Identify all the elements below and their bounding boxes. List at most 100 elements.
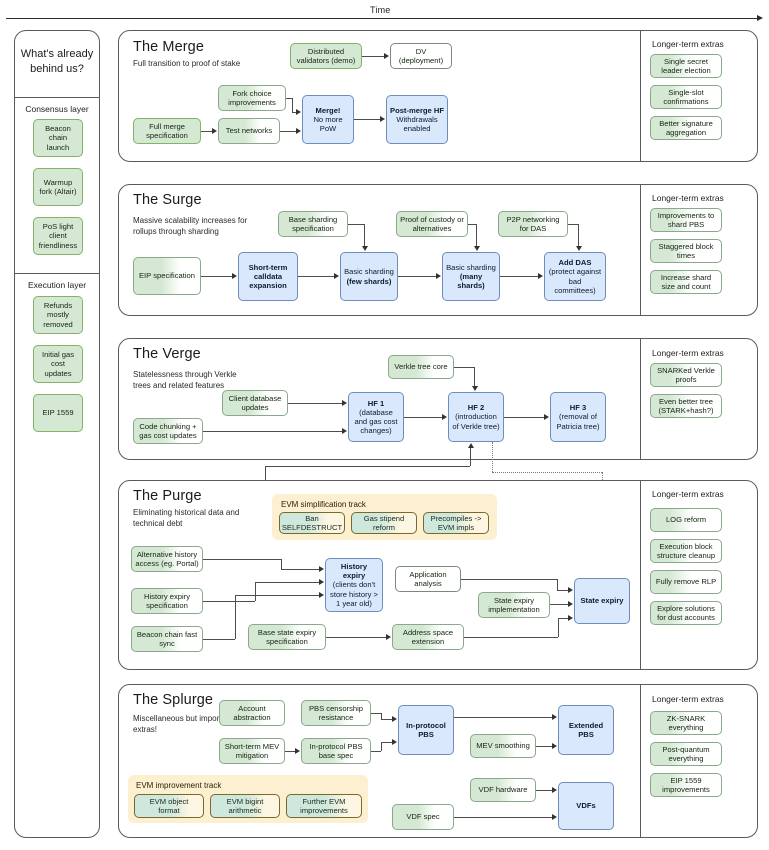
extra-fully-remove-rlp[interactable]: Fully remove RLP (650, 570, 722, 594)
node-state-expiry-implementation[interactable]: State expiry implementation (478, 592, 550, 618)
edge-histspec-v (255, 582, 256, 601)
node-hf-2[interactable]: HF 2 (introduction of Verkle tree) (448, 392, 504, 442)
edge-testnet-to-merge (280, 131, 296, 132)
node-basic-sharding-few-shards[interactable]: Basic sharding (few shards) (340, 252, 398, 301)
section-divider-verge (640, 338, 641, 460)
arrowhead-pbscensor-to-inprotocolpbs (392, 716, 397, 722)
node-evm-object-format[interactable]: EVM object format (134, 794, 204, 818)
node-distributed-validators-demo[interactable]: Distributed validators (demo) (290, 43, 362, 69)
extra-execution-block-structure-cleanup[interactable]: Execution block structure cleanup (650, 539, 722, 563)
node-precompiles-evm-impls[interactable]: Precompiles -> EVM impls (423, 512, 489, 534)
node-mev-smoothing[interactable]: MEV smoothing (470, 734, 536, 758)
arrowhead-hf1-to-hf2 (442, 414, 447, 420)
extra-increase-shard-size-and-count[interactable]: Increase shard size and count (650, 270, 722, 294)
node-account-abstraction[interactable]: Account abstraction (219, 700, 285, 726)
node-add-das[interactable]: Add DAS (protect against bad committees) (544, 252, 606, 301)
extra-zk-snark-everything[interactable]: ZK-SNARK everything (650, 711, 722, 735)
edge-addrspace-v (558, 618, 559, 637)
edge-basespec-h (371, 751, 381, 752)
sidebar-item-beacon-chain-launch[interactable]: Beacon chain launch (33, 119, 83, 157)
extra-better-signature-aggregation[interactable]: Better signature aggregation (650, 116, 722, 140)
section-divider-purge (640, 480, 641, 670)
node-extended-pbs[interactable]: Extended PBS (558, 705, 614, 755)
node-gas-stipend-reform[interactable]: Gas stipend reform (351, 512, 417, 534)
node-in-protocol-pbs[interactable]: In-protocol PBS (398, 705, 454, 755)
node-vdfs[interactable]: VDFs (558, 782, 614, 830)
sidebar-item-initial-gas-cost[interactable]: Initial gas cost updates (33, 345, 83, 383)
node-pbs-censorship-resistance[interactable]: PBS censorship resistance (301, 700, 371, 726)
extra-snarked-verkle-proofs[interactable]: SNARKed Verkle proofs (650, 363, 722, 387)
sidebar-item-refunds-removed[interactable]: Refunds mostly removed (33, 296, 83, 334)
node-base-state-expiry-specification[interactable]: Base state expiry specification (248, 624, 326, 650)
node-short-term-calldata-expansion[interactable]: Short-term calldata expansion (238, 252, 298, 301)
edge-beacon-h2 (235, 595, 319, 596)
edge-pbscensor-h2 (381, 719, 392, 720)
arrowhead-merge-to-postmerge (380, 116, 385, 122)
node-evm-bigint-arithmetic[interactable]: EVM bigint arithmetic (210, 794, 280, 818)
section-divider-surge (640, 184, 641, 316)
node-merge[interactable]: Merge! No more PoW (302, 95, 354, 144)
node-beacon-chain-fast-sync[interactable]: Beacon chain fast sync (131, 626, 203, 652)
node-history-expiry[interactable]: History expiry (clients don't store hist… (325, 558, 383, 612)
node-address-space-extension[interactable]: Address space extension (392, 624, 464, 650)
node-test-networks[interactable]: Test networks (218, 118, 280, 144)
node-p2p-networking-das[interactable]: P2P networking for DAS (498, 211, 568, 237)
node-short-term-mev-mitigation[interactable]: Short-term MEV mitigation (219, 738, 285, 764)
extra-log-reform[interactable]: LOG reform (650, 508, 722, 532)
sidebar-heading: What's already behind us? (20, 48, 94, 75)
edge-codechunk-to-hf1 (203, 431, 342, 432)
node-full-merge-specification[interactable]: Full merge specification (133, 118, 201, 144)
node-vdf-spec[interactable]: VDF spec (392, 804, 454, 830)
edge-addrspace-h1 (464, 637, 558, 638)
section-subtitle-splurge: Miscellaneous but important extras! (133, 714, 233, 734)
extra-single-secret-leader-election[interactable]: Single secret leader election (650, 54, 722, 78)
node-verkle-tree-core[interactable]: Verkle tree core (388, 355, 454, 379)
section-title-merge: The Merge (133, 39, 205, 55)
node-application-analysis[interactable]: Application analysis (395, 566, 461, 592)
node-state-expiry[interactable]: State expiry (574, 578, 630, 624)
arrowhead-appanalysis-to-stateexpiry (568, 587, 573, 593)
sidebar-item-eip-1559[interactable]: EIP 1559 (33, 394, 83, 432)
time-axis-arrowhead (757, 14, 763, 21)
node-post-merge-hf[interactable]: Post-merge HF Withdrawals enabled (386, 95, 448, 144)
extra-eip-1559-improvements[interactable]: EIP 1559 improvements (650, 773, 722, 797)
node-vdf-hardware[interactable]: VDF hardware (470, 778, 536, 802)
extra-improvements-to-shard-pbs[interactable]: Improvements to shard PBS (650, 208, 722, 232)
node-hf-1[interactable]: HF 1 (database and gas cost changes) (348, 392, 404, 442)
edge-clientdb-to-hf1 (288, 403, 342, 404)
node-proof-of-custody[interactable]: Proof of custody or alternatives (396, 211, 468, 237)
edge-forkchoice-to-merge (292, 112, 296, 113)
node-code-chunking-gas-cost[interactable]: Code chunking + gas cost updates (133, 418, 203, 444)
node-dv-deployment[interactable]: DV (deployment) (390, 43, 452, 69)
extra-post-quantum-everything[interactable]: Post-quantum everything (650, 742, 722, 766)
node-fork-choice-improvements[interactable]: Fork choice improvements (218, 85, 286, 111)
arrowhead-histspec-to-historyexpiry (319, 579, 324, 585)
node-further-evm-improvements[interactable]: Further EVM improvements (286, 794, 362, 818)
node-ban-selfdestruct[interactable]: Ban SELFDESTRUCT (279, 512, 345, 534)
sidebar-item-warmup-fork[interactable]: Warmup fork (Altair) (33, 168, 83, 206)
extra-explore-solutions-dust-accounts[interactable]: Explore solutions for dust accounts (650, 601, 722, 625)
sidebar-group-label-consensus: Consensus layer (25, 104, 89, 114)
arrowhead-verkle-to-hf2 (471, 386, 478, 391)
node-eip-specification[interactable]: EIP specification (133, 257, 201, 295)
arrowhead-mevsmoothing-to-extended (552, 743, 557, 749)
extras-title-splurge: Longer-term extras (652, 694, 724, 704)
arrowhead-basespec-to-inprotocolpbs (392, 739, 397, 745)
extra-even-better-tree[interactable]: Even better tree (STARK+hash?) (650, 394, 722, 418)
node-history-expiry-specification[interactable]: History expiry specification (131, 588, 203, 614)
extra-single-slot-confirmations[interactable]: Single-slot confirmations (650, 85, 722, 109)
section-subtitle-surge: Massive scalability increases for rollup… (133, 216, 248, 236)
node-hf-3[interactable]: HF 3 (removal of Patricia tree) (550, 392, 606, 442)
extra-staggered-block-times[interactable]: Staggered block times (650, 239, 722, 263)
node-alternative-history-access[interactable]: Alternative history access (eg. Portal) (131, 546, 203, 572)
sidebar-item-pos-light-client[interactable]: PoS light client friendliness (33, 217, 83, 255)
edge-althist-v (281, 559, 282, 569)
node-base-sharding-specification[interactable]: Base sharding specification (278, 211, 348, 237)
node-in-protocol-pbs-base-spec[interactable]: In-protocol PBS base spec (301, 738, 371, 764)
edge-few-to-many (398, 276, 436, 277)
section-title-purge: The Purge (133, 488, 202, 504)
edge-forkchoice-h (286, 98, 292, 99)
node-basic-sharding-many-shards[interactable]: Basic sharding (many shards) (442, 252, 500, 301)
node-client-database-updates[interactable]: Client database updates (222, 390, 288, 416)
